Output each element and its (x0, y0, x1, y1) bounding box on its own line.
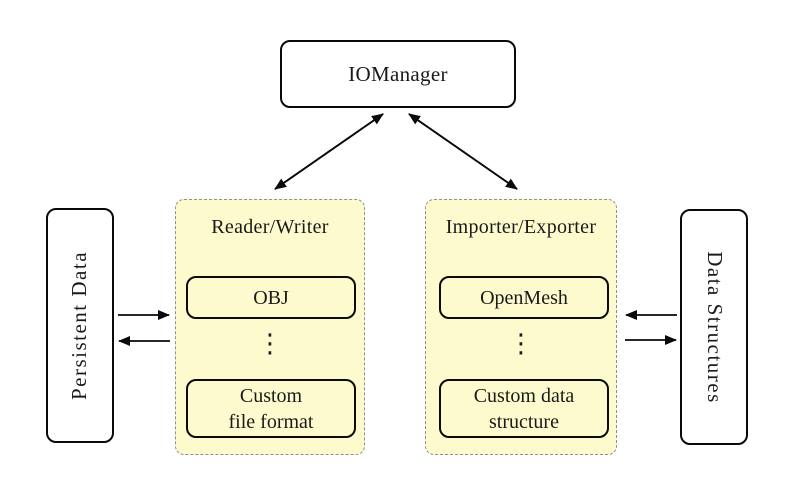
importer-exporter-panel: Importer/Exporter OpenMesh ⋮ Custom data… (425, 199, 617, 455)
custom-file-format-line1: Custom (239, 384, 303, 407)
custom-file-format-box: Custom file format (186, 379, 356, 438)
custom-file-format-line2: file format (228, 410, 314, 433)
openmesh-label: OpenMesh (480, 286, 568, 309)
io-manager-box: IOManager (280, 40, 516, 108)
persistent-data-box: Persistent Data (46, 208, 114, 443)
openmesh-box: OpenMesh (439, 276, 609, 319)
reader-writer-ellipsis: ⋮ (257, 329, 283, 359)
persistent-data-label: Persistent Data (67, 250, 92, 401)
arrow-importerexporter-to-iomanager (408, 113, 518, 190)
custom-data-structure-line2: structure (489, 410, 559, 433)
data-structures-label: Data Structures (702, 250, 727, 404)
reader-writer-title: Reader/Writer (211, 216, 329, 238)
obj-label: OBJ (253, 286, 289, 309)
custom-data-structure-box: Custom data structure (439, 379, 609, 438)
arrow-iomanager-to-readerwriter (274, 113, 384, 190)
reader-writer-panel: Reader/Writer OBJ ⋮ Custom file format (175, 199, 365, 455)
obj-box: OBJ (186, 276, 356, 319)
custom-data-structure-line1: Custom data (473, 384, 575, 407)
data-structures-box: Data Structures (680, 209, 748, 445)
importer-exporter-ellipsis: ⋮ (508, 329, 534, 359)
io-manager-label: IOManager (348, 61, 448, 86)
arrow-readerwriter-to-iomanager (274, 113, 384, 190)
arrow-iomanager-to-importerexporter (408, 113, 518, 190)
importer-exporter-title: Importer/Exporter (445, 216, 597, 238)
